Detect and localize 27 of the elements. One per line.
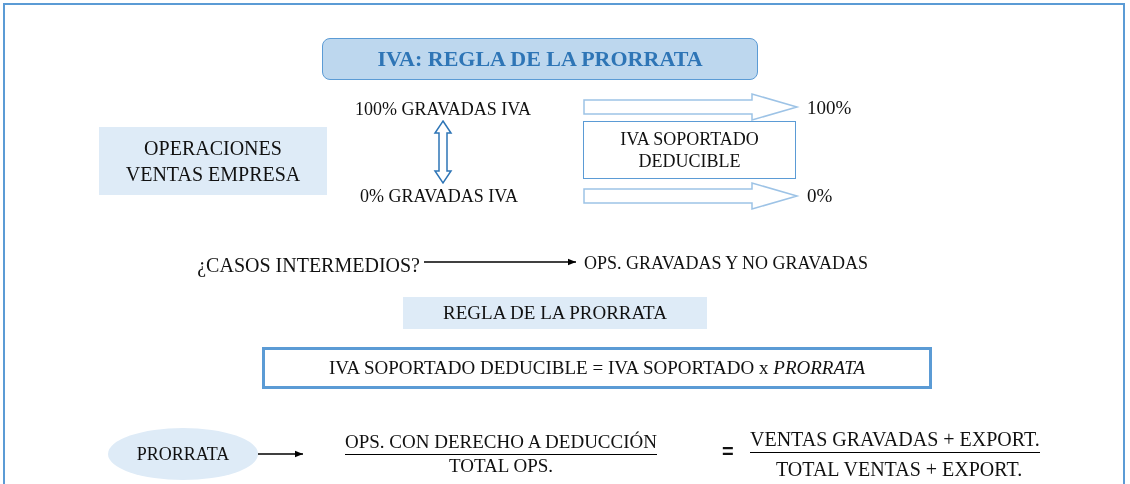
box-text: IVA SOPORTADO DEDUCIBLE [619, 127, 760, 173]
text-label: 100% [797, 96, 867, 120]
denominator: TOTAL OPS. [448, 455, 553, 477]
text-label: ¿CASOS INTERMEDIOS? [150, 252, 424, 278]
text-label: 0% GRAVADAS IVA [360, 183, 584, 209]
denominator: TOTAL VENTAS + EXPORT. [776, 458, 1023, 481]
heading-box [403, 297, 707, 329]
arrow [423, 258, 577, 266]
box-text: PRORRATA [136, 443, 230, 465]
numerator: OPS. CON DERECHO A DEDUCCIÓN [345, 431, 657, 455]
arrow [257, 450, 304, 458]
result-box [583, 121, 796, 179]
equals-sign: = [722, 440, 734, 463]
category-box [99, 127, 327, 195]
text-label: OPS. GRAVADAS Y NO GRAVADAS [576, 250, 940, 276]
block-arrow [583, 182, 800, 210]
title-box [322, 38, 758, 80]
box-text: IVA: REGLA DE LA PRORRATA [377, 46, 703, 72]
numerator: VENTAS GRAVADAS + EXPORT. [750, 428, 1040, 453]
box-text: REGLA DE LA PRORRATA [443, 302, 667, 324]
box-text: OPERACIONES VENTAS EMPRESA [124, 136, 302, 187]
text-label: 0% [797, 184, 842, 208]
block-arrow [583, 93, 800, 121]
formula-box [262, 347, 932, 389]
text-label: 100% GRAVADAS IVA [355, 97, 584, 121]
box-text: IVA SOPORTADO DEDUCIBLE = IVA SOPORTADO x PRORRATA [328, 357, 866, 379]
block-arrow [433, 119, 453, 185]
